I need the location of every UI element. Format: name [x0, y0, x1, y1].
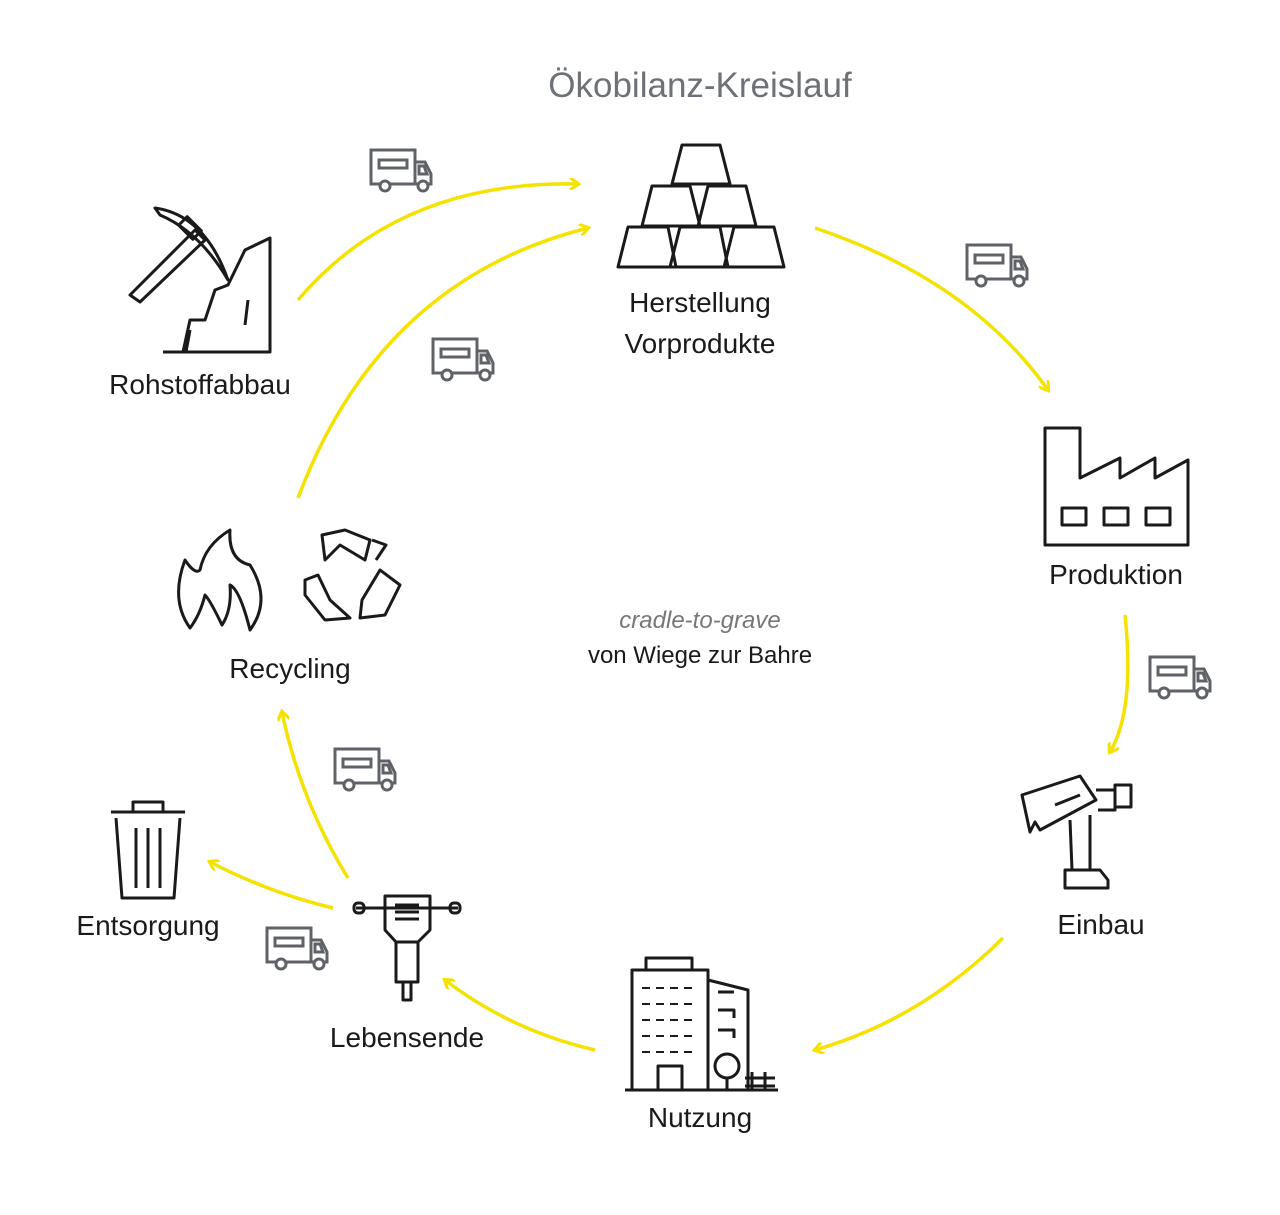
arrow-lebensende-to-entsorgung [210, 862, 334, 910]
arrow-einbau-to-nutzung [815, 936, 1005, 1050]
recycle-icon [303, 528, 402, 622]
truck-icon [431, 337, 495, 382]
arrow-rohstoff-to-herstellung [296, 184, 578, 302]
label-nutzung: Nutzung [647, 1102, 753, 1133]
label-rohstoffabbau: Rohstoffabbau [109, 369, 291, 400]
jackhammer-icon [352, 894, 462, 1002]
drill-icon [1020, 774, 1133, 890]
label-entsorgung: Entsorgung [76, 910, 220, 941]
arrow-nutzung-to-lebensende [445, 980, 596, 1052]
truck-icon [333, 747, 397, 792]
building-icon [625, 956, 778, 1092]
truck-icon [1148, 655, 1212, 700]
label-einbau: Einbau [1057, 909, 1145, 940]
truck-icon [369, 148, 433, 193]
fire-icon [177, 528, 263, 632]
label-recycling: Recycling [229, 653, 351, 684]
pickaxe-icon [128, 206, 272, 354]
center-label: von Wiege zur Bahre [587, 642, 813, 669]
trash-icon [111, 800, 185, 900]
arrows [210, 184, 1130, 1052]
center-italic-label: cradle-to-grave [619, 607, 781, 634]
arrow-lebensende-to-recycling [282, 712, 350, 879]
arrow-produktion-to-einbau [1110, 614, 1130, 752]
arrow-recycling-to-herstellung [296, 228, 588, 499]
label-herstellung: Herstellung [629, 287, 771, 318]
diagram-title: Ökobilanz-Kreislauf [548, 66, 852, 105]
gold-bars-icon [616, 143, 786, 269]
factory-icon [1043, 426, 1190, 547]
truck-icon [965, 243, 1029, 288]
label-produktion: Produktion [1049, 559, 1183, 590]
truck-icon [265, 926, 329, 971]
label-lebensende: Lebensende [329, 1022, 485, 1053]
label-vorprodukte: Vorprodukte [624, 328, 776, 359]
arrow-herstellung-to-produktion [814, 226, 1048, 390]
